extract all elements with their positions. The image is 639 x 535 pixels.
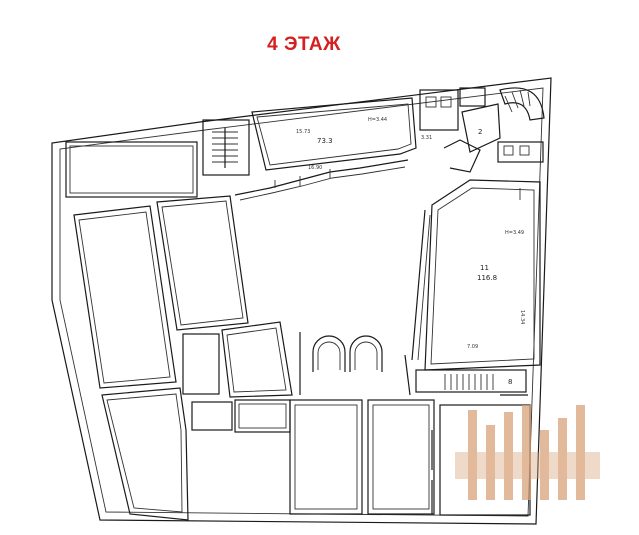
top-hall: 15.73 H=3.44 73.3 16.90 3.31: [251, 97, 432, 171]
floor-title: 4 ЭТАЖ: [267, 34, 341, 55]
stair-number-label: 8: [508, 378, 512, 386]
outer-walls: [51, 77, 552, 525]
big-hall: H=3.49 11 116.8 14.34 7.09: [411, 179, 541, 371]
bottom-rooms: [289, 399, 531, 516]
big-hall-area-label: 116.8: [477, 274, 497, 282]
small-room-dim-label: 3.31: [421, 135, 432, 141]
room-2-label: 2: [478, 128, 482, 136]
left-staircase: [202, 119, 250, 176]
big-hall-length-label: 14.34: [519, 310, 525, 324]
top-right-rooms: 2: [419, 87, 545, 173]
lower-right-staircase: 8: [415, 369, 528, 396]
big-hall-number-label: 11: [480, 264, 489, 272]
top-hall-length-label: 15.73: [296, 129, 310, 135]
top-hall-area-label: 73.3: [317, 137, 333, 145]
big-hall-height-label: H=3.49: [505, 230, 524, 236]
watermark-logo: [455, 405, 600, 500]
top-hall-length2-label: 16.90: [308, 165, 322, 171]
left-rooms: [65, 141, 293, 521]
courtyard: [234, 159, 411, 396]
big-hall-width-label: 7.09: [467, 344, 478, 350]
top-hall-height-label: H=3.44: [368, 117, 387, 123]
